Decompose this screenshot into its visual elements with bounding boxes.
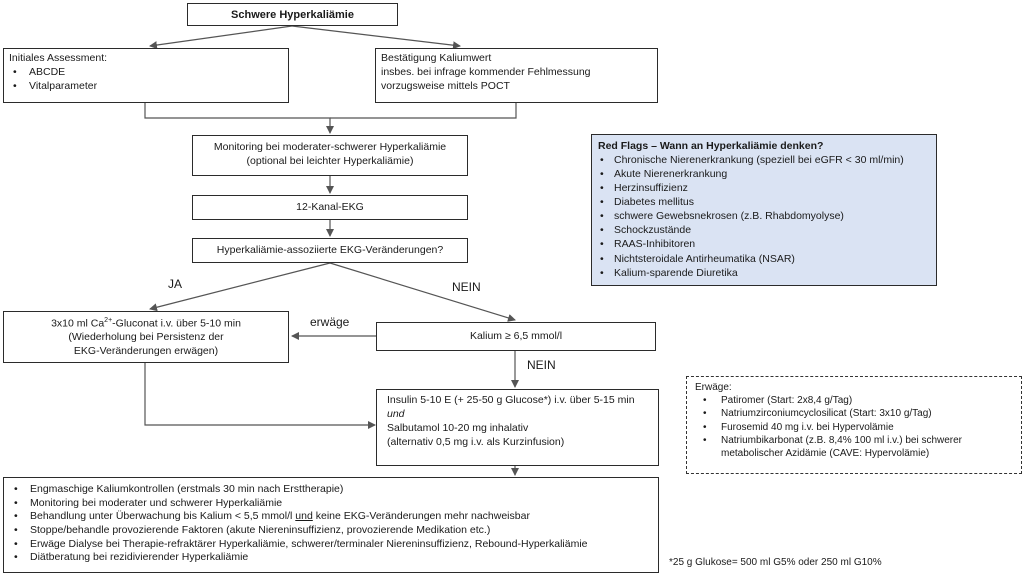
arrow-gluconat-to-insulin (144, 363, 376, 429)
confirm-line: Bestätigung Kaliumwert (381, 52, 492, 64)
list-item: RAAS-Inhibitoren (598, 237, 930, 251)
list-item: Schockzustände (598, 223, 930, 237)
followup-list: Engmaschige Kaliumkontrollen (erstmals 3… (10, 483, 652, 565)
insulin-line-1: Insulin 5-10 E (+ 25-50 g Glucose*) i.v.… (387, 394, 635, 406)
list-item: Diätberatung bei rezidivierender Hyperka… (10, 551, 652, 565)
arrow-title-to-assessment (149, 25, 293, 49)
list-item: Akute Nierenerkrankung (598, 167, 930, 181)
confirm-potassium-box: Bestätigung Kaliumwert insbes. bei infra… (375, 48, 658, 103)
list-item: ABCDE (9, 66, 283, 80)
list-item: Nichtsteroidale Antirheumatika (NSAR) (598, 252, 930, 266)
insulin-line-2: und (387, 407, 405, 420)
list-item: Herzinsuffizienz (598, 181, 930, 195)
label-nein: NEIN (452, 280, 481, 294)
list-item: Engmaschige Kaliumkontrollen (erstmals 3… (10, 483, 652, 497)
gluconat-line-2: (Wiederholung bei Persistenz der (68, 331, 224, 344)
consider-options-box: Erwäge: Patiromer (Start: 2x8,4 g/Tag) N… (686, 376, 1022, 474)
question-box: Hyperkaliämie-assoziierte EKG-Veränderun… (192, 238, 468, 263)
ekg-text: 12-Kanal-EKG (296, 201, 364, 213)
title-text: Schwere Hyperkaliämie (231, 9, 354, 21)
footnote: *25 g Glukose= 500 ml G5% oder 250 ml G1… (669, 557, 882, 568)
monitoring-line: Monitoring bei moderater-schwerer Hyperk… (213, 141, 447, 153)
label-ja: JA (168, 277, 183, 291)
ekg-box: 12-Kanal-EKG (192, 195, 468, 220)
arrow-assessment-to-monitoring (144, 103, 334, 134)
confirm-line: vorzugsweise mittels POCT (381, 79, 510, 92)
label-erwaege: erwäge (310, 315, 350, 329)
gluconat-line-3: EKG-Veränderungen erwägen) (73, 345, 219, 358)
consider-list: Patiromer (Start: 2x8,4 g/Tag) Natriumzi… (695, 394, 1013, 460)
list-item: Natriumzirconiumcyclosilicat (Start: 3x1… (695, 407, 1013, 420)
insulin-salbutamol-box: Insulin 5-10 E (+ 25-50 g Glucose*) i.v.… (376, 389, 659, 466)
followup-box: Engmaschige Kaliumkontrollen (erstmals 3… (3, 477, 659, 573)
list-item: Vitalparameter (9, 80, 283, 94)
monitoring-line: (optional bei leichter Hyperkaliämie) (246, 154, 414, 167)
list-item: Erwäge Dialyse bei Therapie-refraktärer … (10, 538, 652, 552)
arrow-question-to-gluconat (149, 262, 331, 312)
list-item: Diabetes mellitus (598, 195, 930, 209)
insulin-line-4: (alternativ 0,5 mg i.v. als Kurzinfusion… (387, 435, 565, 448)
list-item: Monitoring bei moderater und schwerer Hy… (10, 497, 652, 511)
potassium-threshold-box: Kalium ≥ 6,5 mmol/l (376, 322, 656, 351)
title-box: Schwere Hyperkaliämie (187, 3, 398, 26)
calcium-gluconate-box: 3x10 ml Ca2+-Gluconat i.v. über 5-10 min… (3, 311, 289, 363)
list-item: Behandlung unter Überwachung bis Kalium … (10, 510, 652, 524)
question-text: Hyperkaliämie-assoziierte EKG-Veränderun… (216, 244, 444, 256)
confirm-line: insbes. bei infrage kommender Fehlmessun… (381, 65, 591, 78)
arrow-title-to-confirm (291, 25, 461, 50)
initial-assessment-box: Initiales Assessment: ABCDE Vitalparamet… (3, 48, 289, 103)
list-item: Chronische Nierenerkrankung (speziell be… (598, 153, 930, 167)
consider-title: Erwäge: (695, 382, 732, 393)
list-item: Patiromer (Start: 2x8,4 g/Tag) (695, 394, 1013, 407)
list-item: Furosemid 40 mg i.v. bei Hypervolämie (695, 421, 1013, 434)
red-flags-title: Red Flags – Wann an Hyperkaliämie denken… (598, 140, 824, 152)
red-flags-box: Red Flags – Wann an Hyperkaliämie denken… (591, 134, 937, 286)
list-item: Stoppe/behandle provozierende Faktoren (… (10, 524, 652, 538)
arrow-confirm-to-monitoring (330, 103, 517, 119)
red-flags-list: Chronische Nierenerkrankung (speziell be… (598, 153, 930, 280)
kalium-text: Kalium ≥ 6,5 mmol/l (469, 330, 563, 342)
list-item: Natriumbikarbonat (z.B. 8,4% 100 ml i.v.… (695, 434, 1013, 460)
monitoring-box: Monitoring bei moderater-schwerer Hyperk… (192, 135, 468, 176)
arrow-question-to-kalium (329, 262, 516, 322)
gluconat-line-1: 3x10 ml Ca2+-Gluconat i.v. über 5-10 min (51, 317, 241, 330)
list-item: schwere Gewebsnekrosen (z.B. Rhabdomyoly… (598, 209, 930, 223)
assessment-heading: Initiales Assessment: (9, 52, 108, 64)
label-nein-2: NEIN (527, 358, 556, 372)
assessment-list: ABCDE Vitalparameter (9, 66, 283, 94)
list-item: Kalium-sparende Diuretika (598, 266, 930, 280)
insulin-line-3: Salbutamol 10-20 mg inhalativ (387, 421, 529, 434)
